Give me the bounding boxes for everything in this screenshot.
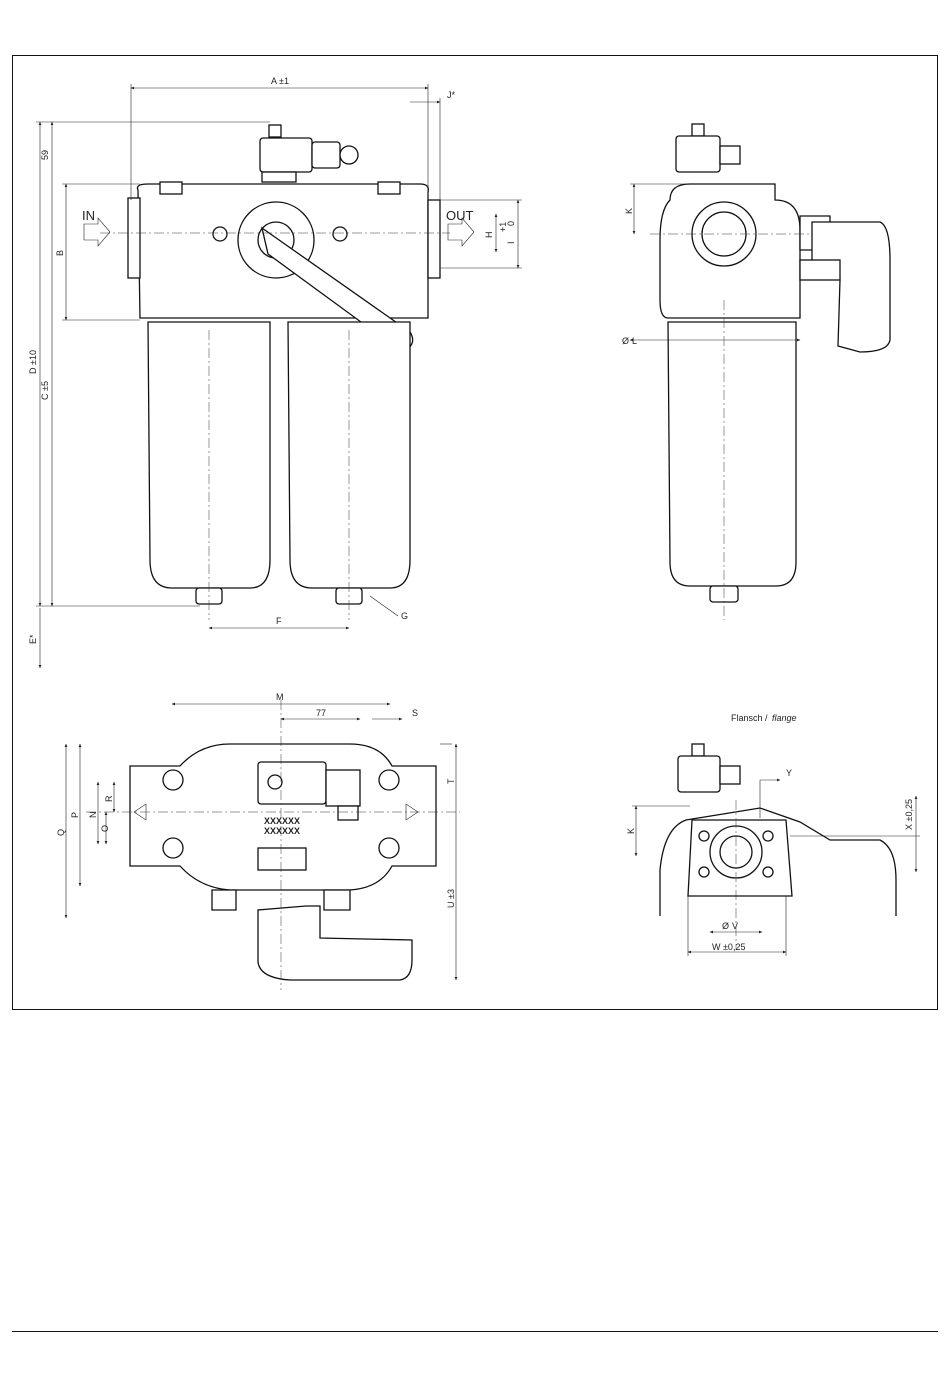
label-out: OUT — [446, 208, 474, 223]
top-dim-u: U ±3 — [446, 889, 456, 908]
top-dim-o: O — [100, 825, 110, 832]
cable-gland — [340, 146, 358, 164]
flange-title-de: Flansch / — [731, 713, 768, 723]
top-dim-m: M — [276, 692, 284, 702]
dim-i-tol-zero: 0 — [506, 221, 516, 226]
dim-j: J* — [447, 90, 456, 100]
dim-b: B — [55, 250, 65, 256]
top-dim-n: N — [88, 812, 98, 819]
solenoid-plug — [312, 142, 340, 168]
dim-f: F — [276, 616, 282, 626]
flange-dim-k: K — [626, 828, 636, 834]
top-nameplate — [258, 848, 306, 870]
side-bowl — [668, 322, 796, 586]
top-view: M 77 S Q P N R O T U ±3 XXXXXX XXXXXX — [56, 692, 460, 990]
solenoid-coil — [260, 138, 312, 172]
dim-h: H — [484, 232, 494, 239]
top-dim-p: P — [70, 812, 80, 818]
dim-e: E* — [28, 634, 38, 644]
dim-i: I — [506, 241, 516, 244]
top-marking-1: XXXXXX — [264, 816, 300, 826]
dim-a: A ±1 — [271, 76, 289, 86]
flange-dim-x: X ±0,25 — [904, 799, 914, 830]
front-view: A ±1 J* 59 B D ±10 C ±5 E* IN OUT H I +1… — [28, 76, 522, 668]
outlet-port — [428, 200, 440, 278]
flange-dim-v: V — [732, 921, 738, 931]
flange-dim-v-symbol: Ø — [722, 921, 729, 931]
top-dim-t: T — [446, 778, 456, 784]
dim-g: G — [401, 611, 408, 621]
valve-stem — [262, 172, 296, 182]
dim-c: C ±5 — [40, 381, 50, 400]
solenoid-stem — [269, 125, 281, 137]
side-lever-handle — [812, 222, 890, 352]
top-dim-r: R — [104, 795, 114, 802]
flange-dim-y: Y — [786, 768, 792, 778]
vent-screw-right — [333, 227, 347, 241]
inlet-port — [128, 198, 140, 278]
flange-dim-w: W ±0,25 — [712, 942, 745, 952]
side-dim-k: K — [624, 208, 634, 214]
dim-59: 59 — [40, 150, 50, 160]
vent-screw-left — [213, 227, 227, 241]
side-dim-l-symbol: Ø — [622, 336, 629, 346]
flange-title-en: flange — [772, 713, 797, 723]
dim-d: D ±10 — [28, 350, 38, 374]
top-dim-s: S — [412, 708, 418, 718]
top-marking-2: XXXXXX — [264, 826, 300, 836]
top-dim-q: Q — [56, 829, 66, 836]
side-dim-l: L — [632, 336, 637, 346]
side-solenoid — [676, 136, 720, 172]
side-view: K Ø L — [622, 124, 890, 620]
footer-rule — [12, 1331, 938, 1332]
flange-view: Flansch / flange K Y X ±0,25 Ø V W ±0,25 — [626, 713, 920, 956]
top-dim-77: 77 — [316, 708, 326, 718]
label-in: IN — [82, 208, 95, 223]
